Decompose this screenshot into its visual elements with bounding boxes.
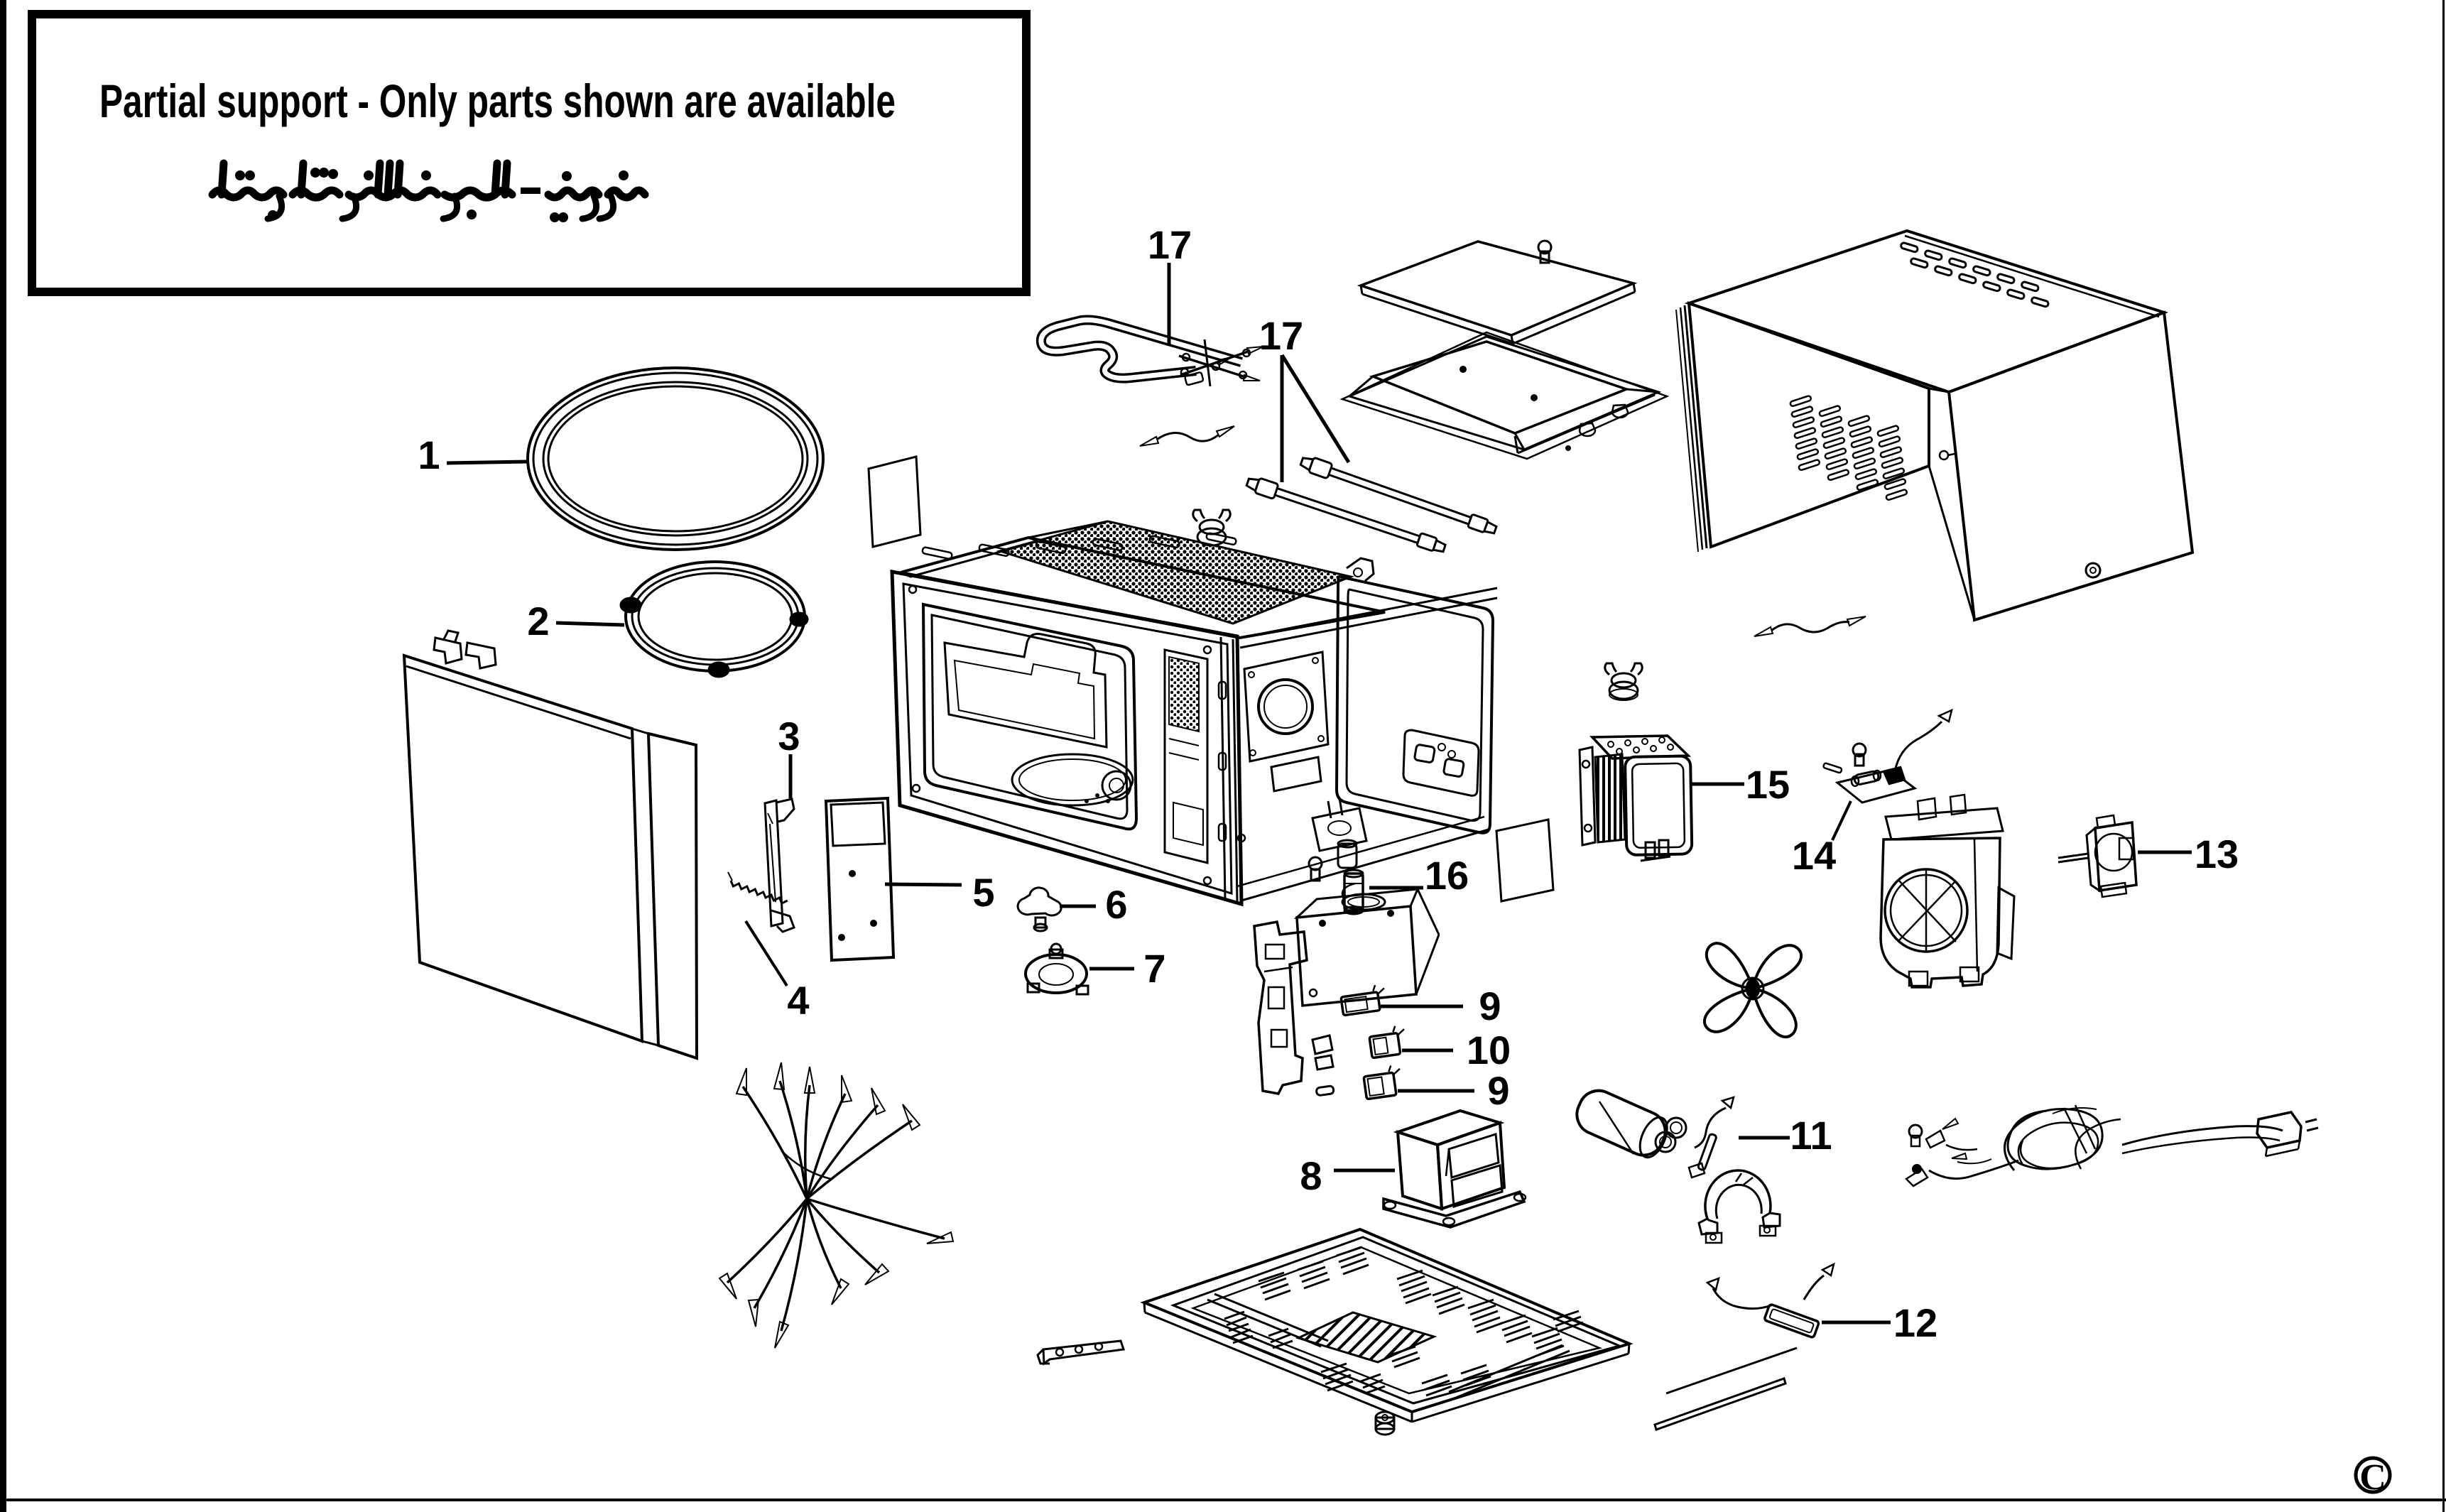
svg-text:17: 17 <box>1259 313 1303 358</box>
svg-text:16: 16 <box>1425 853 1469 898</box>
svg-text:14: 14 <box>1792 833 1836 878</box>
svg-text:C: C <box>2359 1457 2386 1498</box>
svg-text:5: 5 <box>972 870 994 915</box>
svg-text:12: 12 <box>1893 1300 1937 1345</box>
svg-text:8: 8 <box>1300 1153 1322 1198</box>
svg-text:9: 9 <box>1487 1068 1509 1113</box>
svg-text:9: 9 <box>1479 984 1501 1028</box>
svg-text:15: 15 <box>1746 762 1790 807</box>
svg-text:11: 11 <box>1790 1113 1832 1158</box>
svg-text:4: 4 <box>787 978 809 1023</box>
svg-text:7: 7 <box>1143 946 1165 991</box>
svg-text:3: 3 <box>778 714 800 758</box>
svg-text:17: 17 <box>1148 222 1192 267</box>
svg-text:6: 6 <box>1105 882 1127 927</box>
svg-text:10: 10 <box>1467 1028 1511 1072</box>
svg-text:Partial support - Only parts s: Partial support - Only parts shown are a… <box>99 75 896 127</box>
svg-text:13: 13 <box>2195 832 2239 876</box>
svg-text:1: 1 <box>418 433 440 477</box>
svg-text:2: 2 <box>527 599 549 643</box>
